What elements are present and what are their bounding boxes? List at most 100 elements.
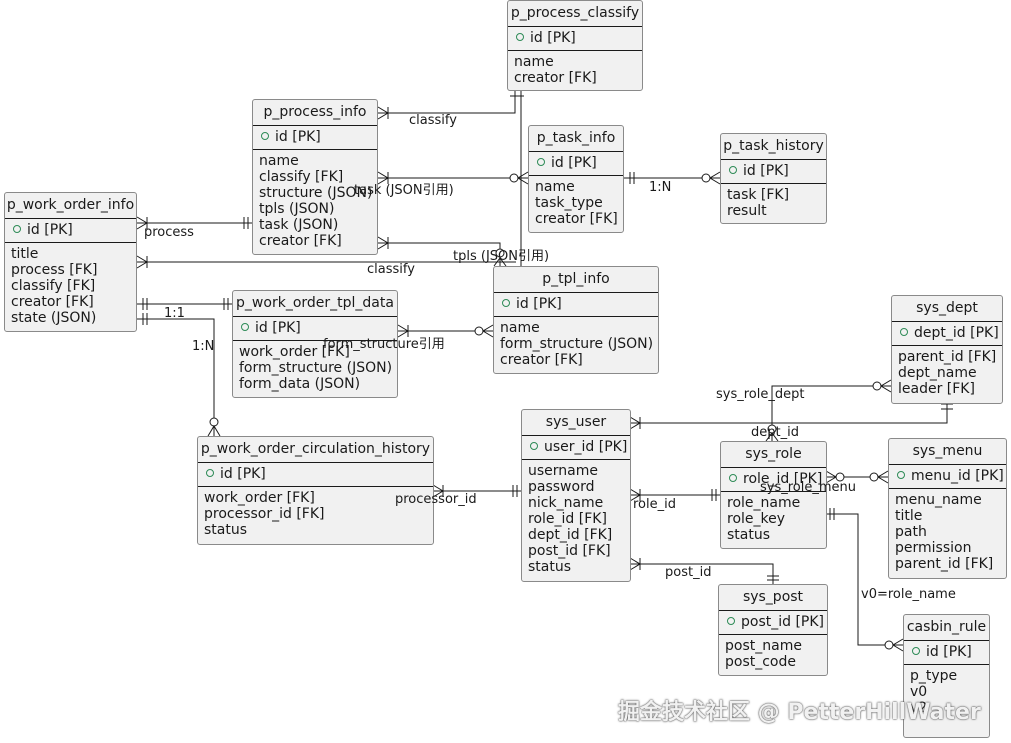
attr: form_structure (JSON) bbox=[500, 336, 654, 352]
rel-label-form-structure: form_structure引用 bbox=[323, 337, 445, 352]
attr: name bbox=[500, 320, 540, 336]
entity-title: p_task_history bbox=[721, 134, 826, 160]
rel-label-process: process bbox=[144, 225, 194, 240]
attr: post_code bbox=[725, 654, 796, 670]
rel-label-role-id: role_id bbox=[633, 497, 676, 512]
attr: post_name bbox=[725, 638, 802, 654]
attr: name bbox=[514, 54, 554, 70]
pk-icon bbox=[261, 132, 269, 140]
rel-process-classify-line bbox=[378, 90, 516, 114]
pk-icon bbox=[241, 323, 249, 331]
rel-label-classify2: classify bbox=[367, 262, 415, 277]
attr: result bbox=[727, 203, 767, 219]
attr: post_id [FK] bbox=[528, 543, 611, 559]
pk-field: user_id [PK] bbox=[544, 439, 628, 455]
rel-label-dept-id: dept_id bbox=[751, 425, 799, 440]
entity-title: p_work_order_tpl_data bbox=[233, 291, 397, 317]
rel-label-one-n-task: 1:N bbox=[649, 180, 672, 195]
attr: form_data (JSON) bbox=[239, 376, 361, 392]
attr: tpls (JSON) bbox=[259, 201, 335, 217]
attr: status bbox=[204, 522, 248, 538]
entity-p-tpl-info[interactable]: p_tpl_info id [PK] name form_structure (… bbox=[493, 266, 659, 374]
attr: creator [FK] bbox=[11, 294, 94, 310]
entity-title: p_task_info bbox=[529, 126, 623, 152]
pk-icon bbox=[900, 328, 908, 336]
entity-title: sys_user bbox=[522, 410, 630, 436]
pk-icon bbox=[516, 33, 524, 41]
pk-icon bbox=[13, 225, 21, 233]
rel-label-task: task (JSON引用) bbox=[354, 183, 454, 198]
entity-p-task-info[interactable]: p_task_info id [PK] name task_type creat… bbox=[528, 125, 624, 233]
entity-sys-user[interactable]: sys_user user_id [PK] username password … bbox=[521, 409, 631, 582]
attr: p_type bbox=[910, 668, 958, 684]
entity-title: sys_post bbox=[719, 585, 827, 611]
entity-p-process-info[interactable]: p_process_info id [PK] name classify [FK… bbox=[252, 99, 378, 255]
attr: menu_name bbox=[895, 492, 982, 508]
attr: permission bbox=[895, 540, 972, 556]
attr: task [FK] bbox=[727, 187, 790, 203]
rel-label-post-id: post_id bbox=[665, 565, 712, 580]
pk-field: id [PK] bbox=[255, 320, 301, 336]
rel-role-dept-line bbox=[771, 385, 891, 441]
entity-title: p_tpl_info bbox=[494, 267, 658, 293]
entity-p-work-order-tpl-data[interactable]: p_work_order_tpl_data id [PK] work_order… bbox=[232, 290, 398, 398]
entity-title: casbin_rule bbox=[904, 615, 989, 641]
pk-icon bbox=[897, 471, 905, 479]
attr: work_order [FK] bbox=[204, 490, 315, 506]
attr: leader [FK] bbox=[898, 381, 975, 397]
rel-label-one-one: 1:1 bbox=[164, 306, 185, 321]
attr: title bbox=[11, 246, 39, 262]
rel-label-sys-role-menu: sys_role_menu bbox=[760, 480, 857, 495]
entity-sys-post[interactable]: sys_post post_id [PK] post_name post_cod… bbox=[718, 584, 828, 676]
attr: state (JSON) bbox=[11, 310, 97, 326]
entity-title: p_process_classify bbox=[508, 1, 642, 27]
entity-sys-menu[interactable]: sys_menu menu_id [PK] menu_name title pa… bbox=[888, 438, 1007, 579]
attr: structure (JSON) bbox=[259, 185, 373, 201]
entity-p-work-order-info[interactable]: p_work_order_info id [PK] title process … bbox=[4, 192, 137, 332]
attr: classify [FK] bbox=[259, 169, 344, 185]
pk-icon bbox=[502, 299, 510, 307]
attr: task_type bbox=[535, 195, 603, 211]
attr: v2 bbox=[910, 700, 928, 716]
entity-sys-role[interactable]: sys_role role_id [PK] role_name role_key… bbox=[720, 441, 827, 549]
rel-label-tpls: tpls (JSON引用) bbox=[453, 249, 550, 264]
pk-field: id [PK] bbox=[926, 644, 972, 660]
pk-field: menu_id [PK] bbox=[911, 468, 1004, 484]
entity-title: p_work_order_info bbox=[5, 193, 136, 219]
pk-field: id [PK] bbox=[743, 163, 789, 179]
entity-title: sys_menu bbox=[889, 439, 1006, 465]
pk-icon bbox=[729, 166, 737, 174]
watermark: 掘金技术社区 @ PetterHillWater bbox=[618, 700, 981, 725]
attr: role_name bbox=[727, 495, 801, 511]
attr: creator [FK] bbox=[500, 352, 583, 368]
rel-one-n-circ-line bbox=[137, 318, 215, 436]
pk-field: role_id [PK] bbox=[743, 471, 823, 487]
pk-field: post_id [PK] bbox=[741, 614, 825, 630]
entity-casbin-rule[interactable]: casbin_rule id [PK] p_type v0 v2 bbox=[903, 614, 990, 738]
attr: status bbox=[528, 559, 572, 575]
pk-icon bbox=[729, 474, 737, 482]
attr: role_id [FK] bbox=[528, 511, 607, 527]
entity-title: sys_dept bbox=[892, 296, 1002, 322]
attr: classify [FK] bbox=[11, 278, 96, 294]
rel-label-one-n-circ: 1:N bbox=[192, 339, 215, 354]
pk-field: dept_id [PK] bbox=[914, 325, 999, 341]
pk-field: id [PK] bbox=[530, 30, 576, 46]
entity-p-work-order-circulation-history[interactable]: p_work_order_circulation_history id [PK]… bbox=[197, 436, 434, 545]
attr: creator [FK] bbox=[514, 70, 597, 86]
entity-sys-dept[interactable]: sys_dept dept_id [PK] parent_id [FK] dep… bbox=[891, 295, 1003, 404]
attr: path bbox=[895, 524, 927, 540]
attr: form_structure (JSON) bbox=[239, 360, 393, 376]
pk-field: id [PK] bbox=[275, 129, 321, 145]
attr: task (JSON) bbox=[259, 217, 339, 233]
entity-title: sys_role bbox=[721, 442, 826, 468]
pk-icon bbox=[206, 469, 214, 477]
pk-icon bbox=[912, 647, 920, 655]
entity-p-task-history[interactable]: p_task_history id [PK] task [FK] result bbox=[720, 133, 827, 224]
attr: dept_id [FK] bbox=[528, 527, 613, 543]
attr: v0 bbox=[910, 684, 928, 700]
pk-field: id [PK] bbox=[516, 296, 562, 312]
rel-user-dept-line bbox=[630, 404, 948, 424]
attr: creator [FK] bbox=[535, 211, 618, 227]
